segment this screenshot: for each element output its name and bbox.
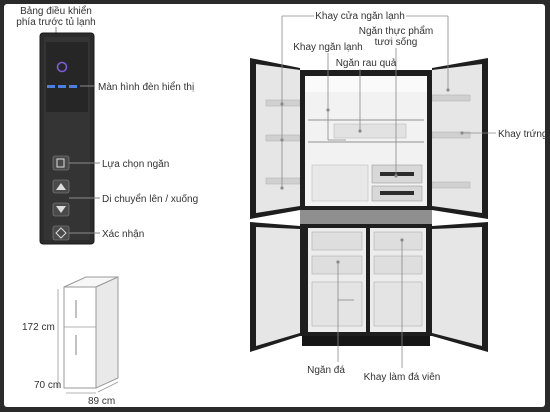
vegetable-drawer-label: Ngăn rau quả <box>336 58 397 69</box>
confirm-diamond-icon <box>55 227 67 239</box>
fresh-food-label-line1: Ngăn thực phẩm <box>359 25 434 37</box>
lower-right-door-liner <box>432 227 482 346</box>
control-panel-display-bezel <box>46 42 88 112</box>
fresh-drawer-handle-2 <box>380 191 414 195</box>
display-indicator-3 <box>69 85 77 88</box>
upper-interior-top <box>305 76 427 92</box>
confirm-button[interactable] <box>52 225 70 241</box>
height-dimension: 172 cm <box>22 322 55 333</box>
egg-tray-label: Khay trứng <box>498 129 545 140</box>
refrigerator <box>250 58 488 352</box>
fresh-drawer-handle-1 <box>380 172 414 176</box>
door-tray-marker-4 <box>446 88 450 92</box>
door-tray-marker-3 <box>280 186 284 190</box>
egg-tray-marker <box>460 131 464 135</box>
confirm-label: Xác nhận <box>102 229 144 240</box>
control-panel-label-line2: phía trước tủ lạnh <box>16 16 95 28</box>
control-panel <box>39 32 95 245</box>
move-up-button[interactable] <box>52 179 70 194</box>
fridge-tray-label: Khay ngăn lạnh <box>293 42 363 53</box>
display-indicator-2 <box>58 85 66 88</box>
display-indicator-1 <box>47 85 55 88</box>
select-compartment-label: Lựa chọn ngăn <box>102 159 169 170</box>
box-side <box>95 276 119 389</box>
width-dimension: 89 cm <box>88 396 115 407</box>
freezer-right-bin-3 <box>373 281 423 327</box>
fresh-food-marker <box>394 174 398 178</box>
ice-compartment-label: Ngăn đá <box>307 365 345 376</box>
power-ring-icon <box>56 61 68 73</box>
fridge-diagram: Bảng điều khiển phía trước tủ lạnh Màn h… <box>16 5 545 407</box>
fresh-left-drawer <box>311 164 369 202</box>
freezer-right-bin-2 <box>373 255 423 275</box>
upper-left-door-shelf-3 <box>265 177 301 185</box>
door-tray-marker-1 <box>280 102 284 106</box>
arrow-up-icon <box>56 183 66 190</box>
display-light-label: Màn hình đèn hiển thị <box>98 81 194 93</box>
ice-compartment-marker <box>336 260 340 264</box>
freezer-left-bin-2 <box>311 255 363 275</box>
door-tray-marker-2 <box>280 138 284 142</box>
ice-maker-tray <box>373 231 423 251</box>
vegetable-drawer-marker <box>358 129 362 133</box>
fridge-tray-marker <box>326 108 330 112</box>
mid-divider <box>300 210 432 224</box>
crisper-drawer <box>333 123 407 139</box>
box-front <box>63 286 97 389</box>
control-panel-label-line1: Bảng điều khiển <box>20 5 92 17</box>
upper-right-door-shelf-1 <box>431 94 471 102</box>
fridge-base <box>302 336 430 346</box>
dimension-box <box>57 276 119 394</box>
ice-tray-marker <box>400 238 404 242</box>
upper-right-door-shelf-3 <box>431 181 471 189</box>
lower-left-door-liner <box>256 227 300 346</box>
freezer-left-bin-1 <box>311 231 363 251</box>
compartment-select-button[interactable] <box>52 155 70 171</box>
fresh-food-label-line2: tươi sống <box>375 36 418 48</box>
freezer-left-bin-3 <box>311 281 363 327</box>
door-tray-label: Khay cửa ngăn lạnh <box>315 10 405 22</box>
image-frame: Bảng điều khiển phía trước tủ lạnh Màn h… <box>4 4 545 407</box>
move-up-down-label: Di chuyển lên / xuống <box>102 193 198 205</box>
arrow-down-icon <box>56 206 66 213</box>
depth-dimension: 70 cm <box>34 380 61 391</box>
compartment-select-icon <box>56 158 65 168</box>
move-down-button[interactable] <box>52 202 70 217</box>
ice-tray-label: Khay làm đá viên <box>364 372 441 383</box>
width-guide <box>97 381 119 393</box>
upper-right-door-liner <box>432 64 482 213</box>
